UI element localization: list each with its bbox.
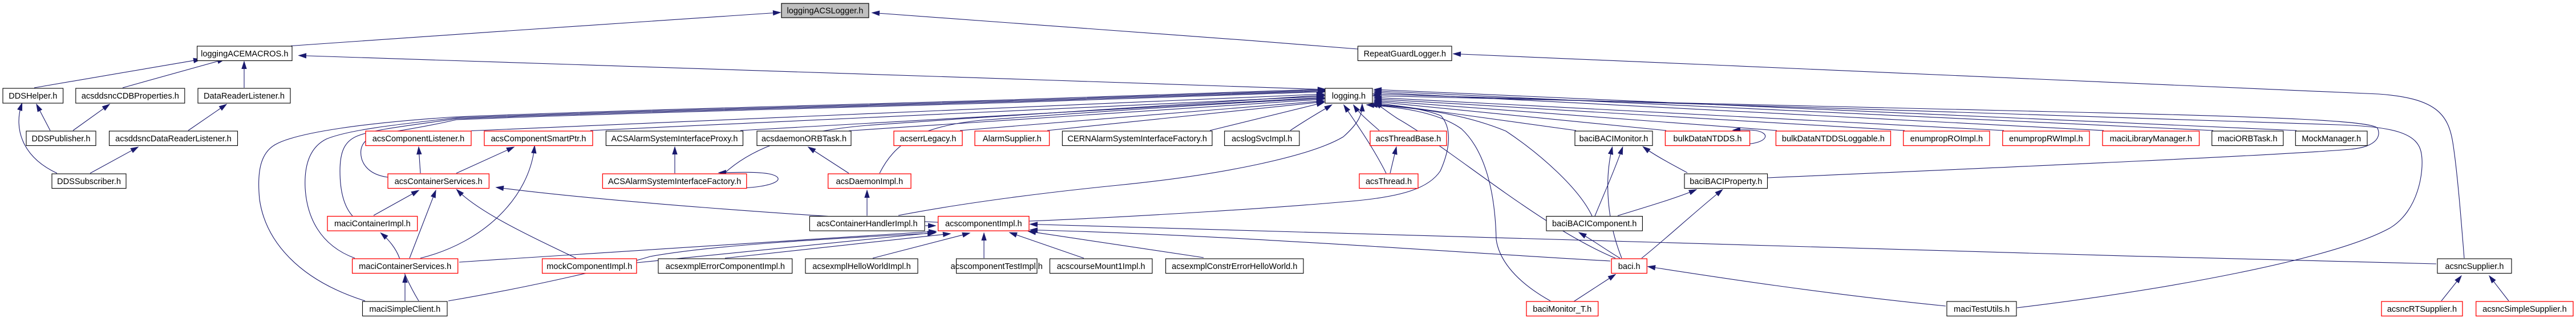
- svg-text:ACSAlarmSystemInterfaceFactory: ACSAlarmSystemInterfaceFactory.h: [608, 177, 741, 186]
- svg-text:baciBACIProperty.h: baciBACIProperty.h: [1690, 177, 1762, 186]
- svg-text:DDSSubscriber.h: DDSSubscriber.h: [57, 177, 121, 186]
- svg-text:DDSPublisher.h: DDSPublisher.h: [31, 134, 90, 144]
- svg-text:maciContainerServices.h: maciContainerServices.h: [359, 262, 451, 271]
- svg-text:AlarmSupplier.h: AlarmSupplier.h: [983, 134, 1042, 144]
- svg-text:logging.h: logging.h: [1332, 92, 1366, 101]
- svg-text:MockManager.h: MockManager.h: [2302, 134, 2361, 144]
- svg-text:acsdaemonORBTask.h: acsdaemonORBTask.h: [762, 134, 846, 144]
- svg-text:CERNAlarmSystemInterfaceFactor: CERNAlarmSystemInterfaceFactory.h: [1067, 134, 1207, 144]
- svg-text:loggingACSLogger.h: loggingACSLogger.h: [787, 7, 864, 16]
- svg-text:mockComponentImpl.h: mockComponentImpl.h: [546, 262, 632, 271]
- svg-text:acsContainerServices.h: acsContainerServices.h: [395, 177, 483, 186]
- svg-text:bulkDataNTDDSLoggable.h: bulkDataNTDDSLoggable.h: [1782, 134, 1885, 144]
- svg-text:RepeatGuardLogger.h: RepeatGuardLogger.h: [1364, 50, 1446, 59]
- svg-text:acsexmplHelloWorldImpl.h: acsexmplHelloWorldImpl.h: [812, 262, 910, 271]
- svg-text:baciMonitor_T.h: baciMonitor_T.h: [1533, 305, 1591, 314]
- svg-text:maciORBTask.h: maciORBTask.h: [2218, 134, 2278, 144]
- svg-text:acscomponentImpl.h: acscomponentImpl.h: [945, 219, 1022, 229]
- svg-text:acsddsncDataReaderListener.h: acsddsncDataReaderListener.h: [115, 134, 232, 144]
- svg-text:acsncSimpleSupplier.h: acsncSimpleSupplier.h: [2482, 305, 2567, 314]
- svg-text:acsDaemonImpl.h: acsDaemonImpl.h: [836, 177, 903, 186]
- svg-text:ACSAlarmSystemInterfaceProxy.h: ACSAlarmSystemInterfaceProxy.h: [611, 134, 738, 144]
- svg-text:acslogSvcImpl.h: acslogSvcImpl.h: [1232, 134, 1292, 144]
- svg-text:DataReaderListener.h: DataReaderListener.h: [204, 92, 285, 101]
- svg-text:acsncSupplier.h: acsncSupplier.h: [2445, 262, 2504, 271]
- svg-text:acsThreadBase.h: acsThreadBase.h: [1376, 134, 1441, 144]
- svg-text:acsncRTSupplier.h: acsncRTSupplier.h: [2387, 305, 2457, 314]
- svg-text:acsComponentSmartPtr.h: acsComponentSmartPtr.h: [491, 134, 586, 144]
- svg-text:enumpropROImpl.h: enumpropROImpl.h: [1910, 134, 1983, 144]
- svg-text:baciBACIComponent.h: baciBACIComponent.h: [1552, 219, 1637, 229]
- svg-text:maciTestUtils.h: maciTestUtils.h: [1954, 305, 2010, 314]
- svg-text:baci.h: baci.h: [1618, 262, 1641, 271]
- svg-text:bulkDataNTDDS.h: bulkDataNTDDS.h: [1673, 134, 1741, 144]
- svg-text:DDSHelper.h: DDSHelper.h: [9, 92, 57, 101]
- svg-text:maciSimpleClient.h: maciSimpleClient.h: [369, 305, 440, 314]
- svg-text:acsComponentListener.h: acsComponentListener.h: [372, 134, 464, 144]
- svg-text:acsexmplErrorComponentImpl.h: acsexmplErrorComponentImpl.h: [666, 262, 785, 271]
- svg-text:acserrLegacy.h: acserrLegacy.h: [900, 134, 957, 144]
- svg-text:maciLibraryManager.h: maciLibraryManager.h: [2110, 134, 2192, 144]
- svg-text:acscourseMount1Impl.h: acscourseMount1Impl.h: [1057, 262, 1145, 271]
- svg-text:baciBACIMonitor.h: baciBACIMonitor.h: [1579, 134, 1649, 144]
- svg-text:enumpropRWImpl.h: enumpropRWImpl.h: [2009, 134, 2083, 144]
- svg-text:acsexmplConstrErrorHelloWorld.: acsexmplConstrErrorHelloWorld.h: [1172, 262, 1297, 271]
- svg-text:loggingACEMACROS.h: loggingACEMACROS.h: [201, 50, 288, 59]
- svg-text:acsThread.h: acsThread.h: [1366, 177, 1412, 186]
- svg-text:acsddsncCDBProperties.h: acsddsncCDBProperties.h: [82, 92, 179, 101]
- svg-text:maciContainerImpl.h: maciContainerImpl.h: [334, 219, 411, 229]
- svg-text:acscomponentTestImpl.h: acscomponentTestImpl.h: [950, 262, 1042, 271]
- svg-text:acsContainerHandlerImpl.h: acsContainerHandlerImpl.h: [817, 219, 918, 229]
